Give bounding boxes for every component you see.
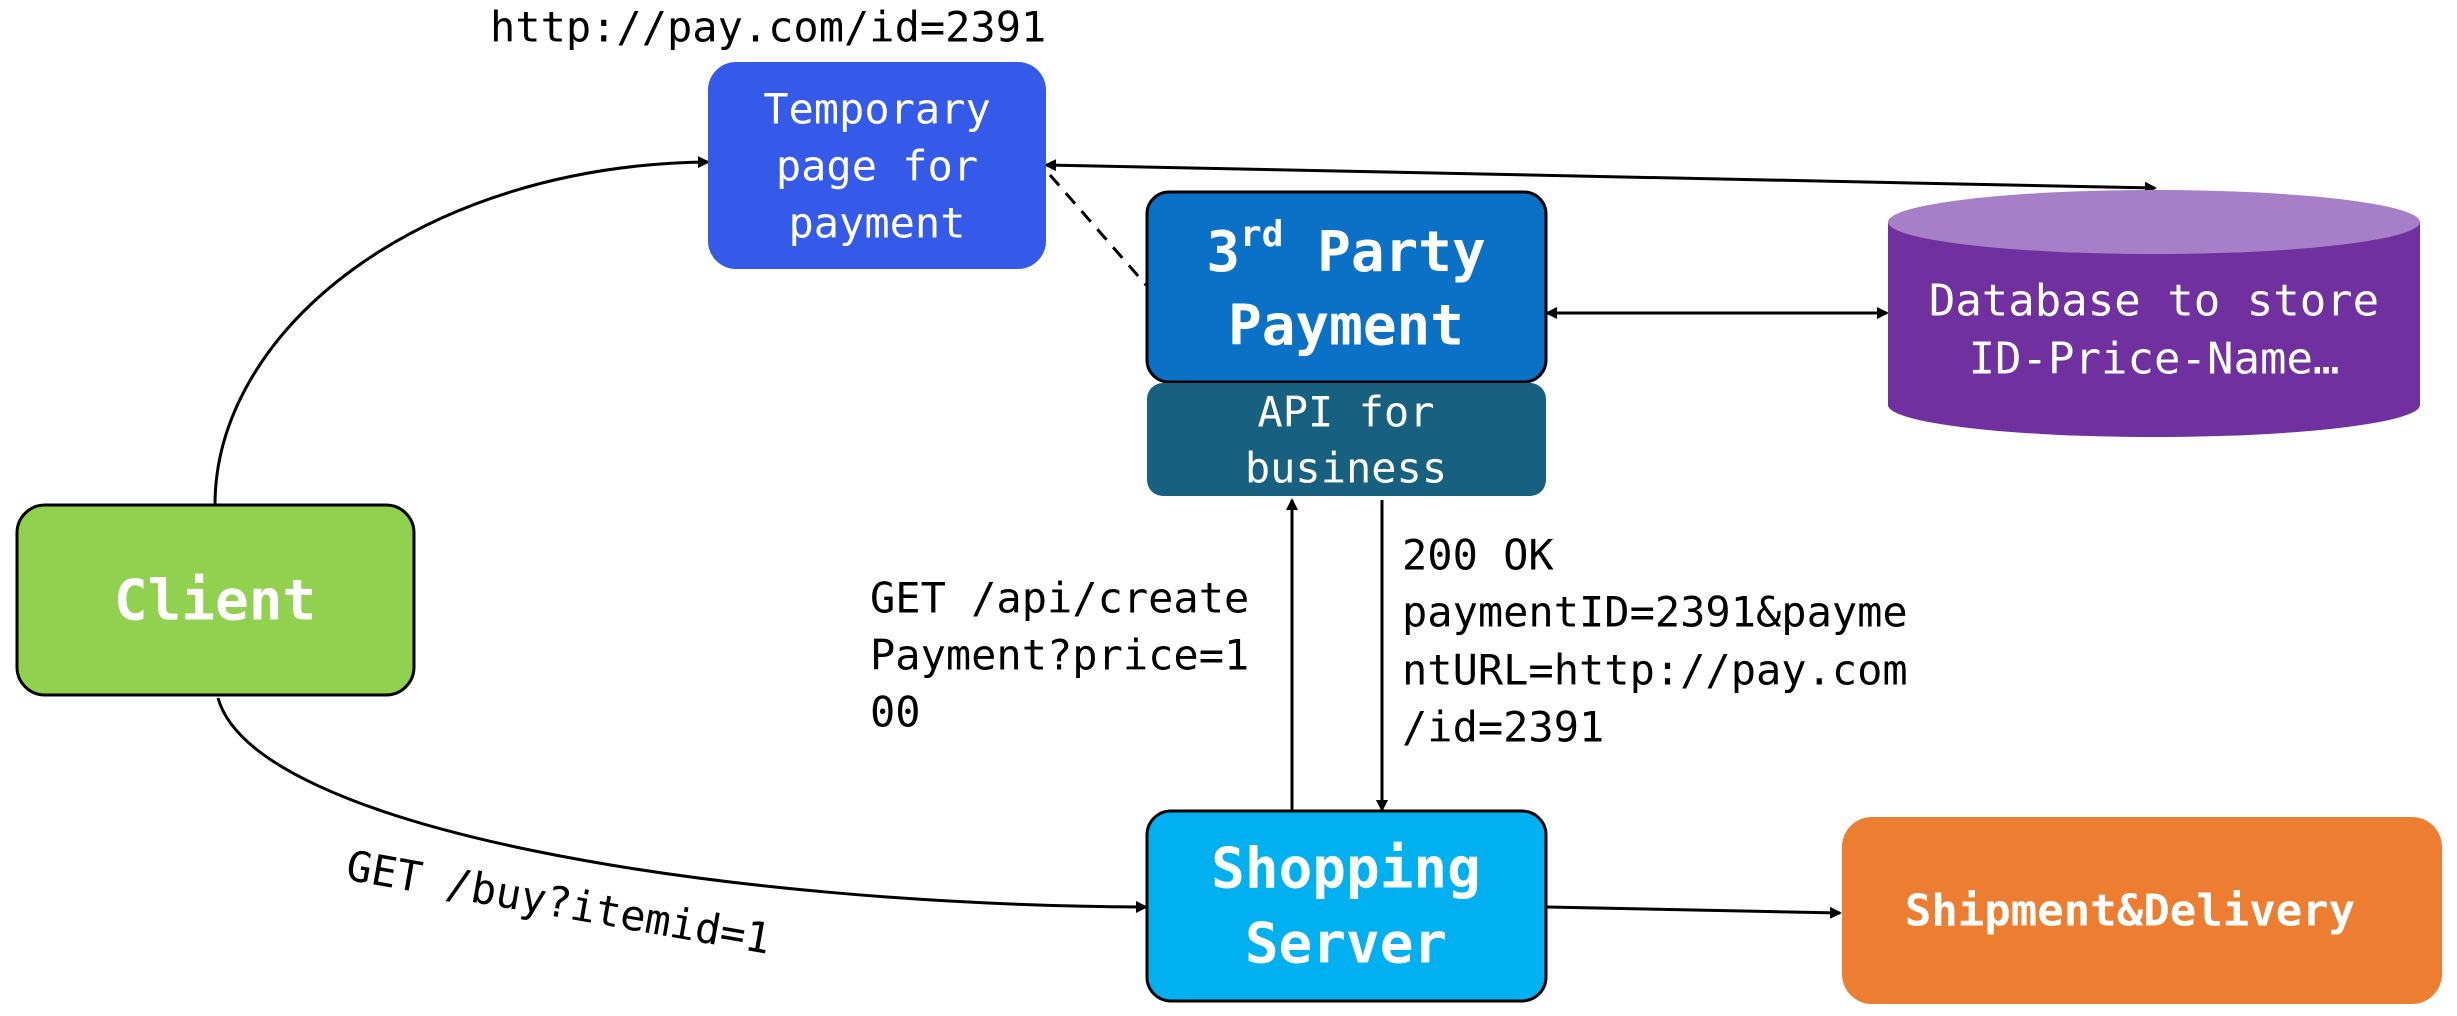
create-request-line-1: GET /api/create — [870, 574, 1249, 623]
temp-page-line-3: payment — [788, 199, 965, 248]
ok-response-line-2: paymentID=2391&payme — [1402, 588, 1908, 637]
client-label: Client — [114, 569, 316, 634]
database-node: Database to store ID-Price-Name… — [1888, 190, 2420, 437]
temp-page-line-2: page for — [776, 142, 978, 191]
shopping-server-node: Shopping Server — [1145, 809, 1548, 1003]
third-party-title: 3rd Party — [1206, 214, 1485, 285]
ok-response-line-1: 200 OK — [1402, 531, 1554, 580]
temp-page-line-1: Temporary — [763, 85, 991, 134]
api-node: API for business — [1147, 383, 1546, 496]
database-line-2: ID-Price-Name… — [1969, 334, 2340, 385]
database-line-1: Database to store — [1929, 276, 2379, 327]
shipment-node: Shipment&Delivery — [1842, 817, 2442, 1004]
temp-page-box — [708, 62, 1046, 269]
database-body — [1888, 222, 2420, 437]
pay-url-label: http://pay.com/id=2391 — [490, 3, 1046, 52]
ok-response-line-4: /id=2391 — [1402, 703, 1604, 752]
database-top — [1888, 190, 2420, 254]
temp-page-node: Temporary page for payment — [708, 62, 1046, 269]
third-party-subtitle: Payment — [1228, 294, 1464, 359]
shopping-line-2: Server — [1245, 912, 1447, 977]
shopping-box — [1145, 809, 1548, 1003]
api-line-2: business — [1245, 444, 1447, 493]
edge-client-to-temp-page — [213, 156, 710, 506]
third-party-payment-node: 3rd Party Payment — [1145, 190, 1548, 384]
client-box — [15, 503, 416, 697]
shopping-line-1: Shopping — [1211, 837, 1481, 902]
create-request-line-3: 00 — [870, 688, 921, 737]
edge-dashed-temp-page-to-third-party — [1048, 174, 1148, 286]
ok-response-line-3: ntURL=http://pay.com — [1402, 646, 1908, 695]
third-party-box — [1145, 190, 1548, 384]
buy-request-label: GET /buy?itemid=1 — [343, 841, 775, 964]
client-node: Client — [15, 503, 416, 697]
shipment-box — [1842, 817, 2442, 1004]
shipment-label: Shipment&Delivery — [1905, 886, 2355, 937]
edge-client-to-shopping — [216, 697, 1148, 913]
api-box — [1147, 383, 1546, 496]
create-request-line-2: Payment?price=1 — [870, 631, 1249, 680]
api-line-1: API for — [1257, 388, 1434, 437]
edge-temp-page-database — [1044, 159, 2157, 194]
edge-shopping-to-shipment — [1546, 905, 1842, 919]
